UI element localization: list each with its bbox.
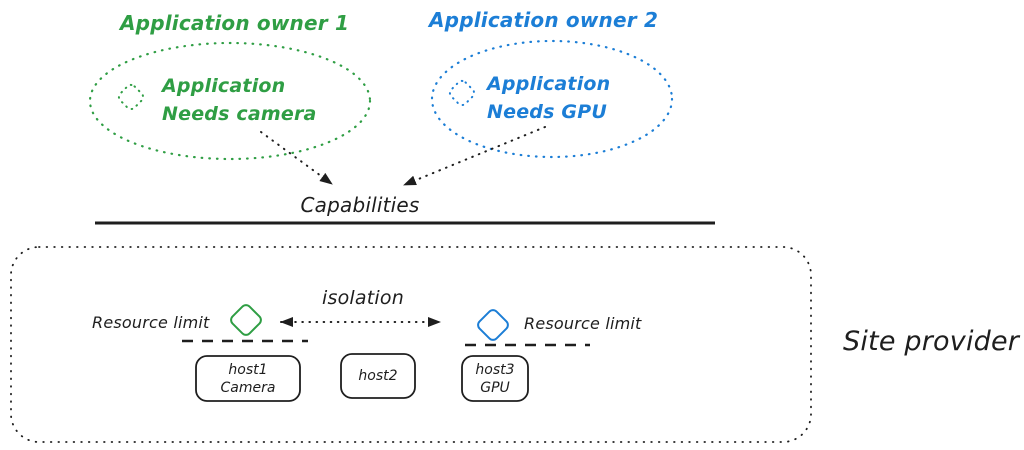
blue-capability-diamond-icon <box>477 309 509 341</box>
host3-line2: GPU <box>480 379 510 396</box>
host3-line1: host3 <box>475 361 515 378</box>
host3-label: host3 GPU <box>462 356 528 401</box>
owner1-app-diamond-icon <box>117 83 145 111</box>
isolation-title: isolation <box>322 287 404 309</box>
owner1-title: Application owner 1 <box>120 11 350 35</box>
owner1-app-text: Application Needs camera <box>162 72 317 128</box>
host2-label: host2 <box>341 354 415 398</box>
green-capability-diamond-icon <box>230 304 262 336</box>
owner2-ellipse <box>430 39 674 159</box>
host1-label: host1 Camera <box>196 356 300 401</box>
owner2-to-capabilities-arrow <box>403 126 546 186</box>
right-resource-limit-label: Resource limit <box>524 314 642 333</box>
owner2-app-text: Application Needs GPU <box>487 70 610 126</box>
site-provider-title: Site provider <box>843 326 1020 357</box>
left-resource-limit-label: Resource limit <box>92 313 210 332</box>
host2-box <box>340 353 416 399</box>
owner1-ellipse <box>88 41 372 161</box>
host2-line1: host2 <box>358 368 398 384</box>
host3-box <box>461 355 529 402</box>
owner2-title: Application owner 2 <box>429 8 659 32</box>
owner2-app-line1: Application <box>487 73 611 95</box>
owner2-app-diamond-icon <box>448 79 476 107</box>
host1-line1: host1 <box>228 361 268 378</box>
host1-line2: Camera <box>220 379 276 396</box>
host1-box <box>195 355 301 402</box>
site-provider-boundary <box>10 246 812 443</box>
owner1-app-line1: Application <box>162 75 286 97</box>
owner1-app-line2: Needs camera <box>162 103 317 125</box>
owner2-app-line2: Needs GPU <box>487 101 607 123</box>
capabilities-title: Capabilities <box>300 193 420 217</box>
owner1-to-capabilities-arrow <box>260 131 333 185</box>
